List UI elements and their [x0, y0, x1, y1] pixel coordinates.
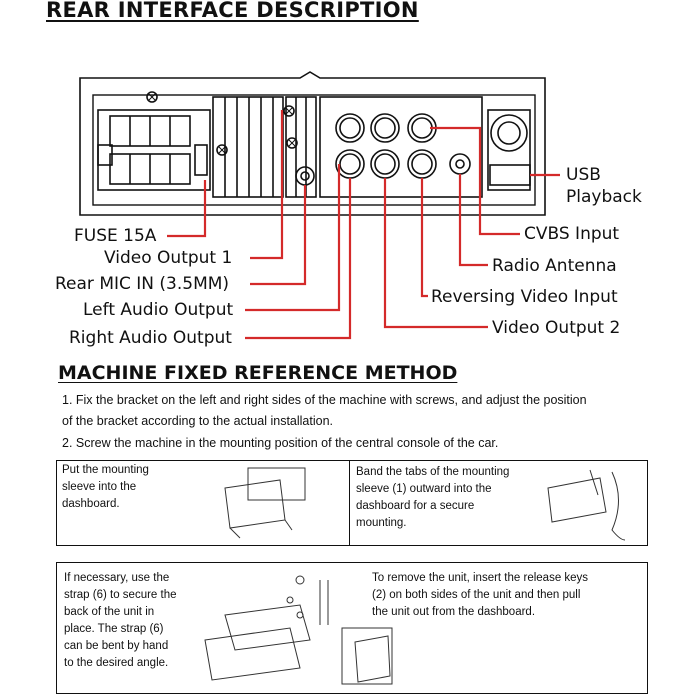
right-audio-label: Right Audio Output [69, 328, 232, 348]
row-1-divider [349, 461, 350, 545]
steps-row-1 [56, 460, 648, 546]
fixed-method-title: MACHINE FIXED REFERENCE METHOD [58, 362, 458, 384]
instruction-2: 2. Screw the machine in the mounting pos… [62, 436, 499, 450]
radio-antenna-label: Radio Antenna [492, 256, 617, 276]
step-1-text: Put the mounting sleeve into the dashboa… [62, 464, 149, 510]
fuse-label: FUSE 15A [74, 226, 157, 246]
rear-mic-label: Rear MIC IN (3.5MM) [55, 274, 230, 294]
video-output-2-label: Video Output 2 [492, 318, 621, 338]
reversing-video-label: Reversing Video Input [431, 287, 618, 307]
step-2-text: Band the tabs of the mounting sleeve (1)… [356, 466, 510, 529]
left-audio-label: Left Audio Output [83, 300, 234, 320]
step-3-text: If necessary, use the strap (6) to secur… [64, 572, 177, 669]
video-output-1-label: Video Output 1 [104, 248, 233, 268]
instruction-1b: of the bracket according to the actual i… [62, 414, 333, 428]
rear-panel-diagram [79, 71, 560, 340]
rear-interface-title: REAR INTERFACE DESCRIPTION [46, 0, 419, 22]
steps-row-2 [56, 562, 648, 694]
cvbs-label: CVBS Input [524, 224, 620, 244]
instruction-1: 1. Fix the bracket on the left and right… [62, 393, 587, 407]
step-4-text: To remove the unit, insert the release k… [372, 572, 589, 618]
usb-label: USB Playback [566, 165, 642, 207]
